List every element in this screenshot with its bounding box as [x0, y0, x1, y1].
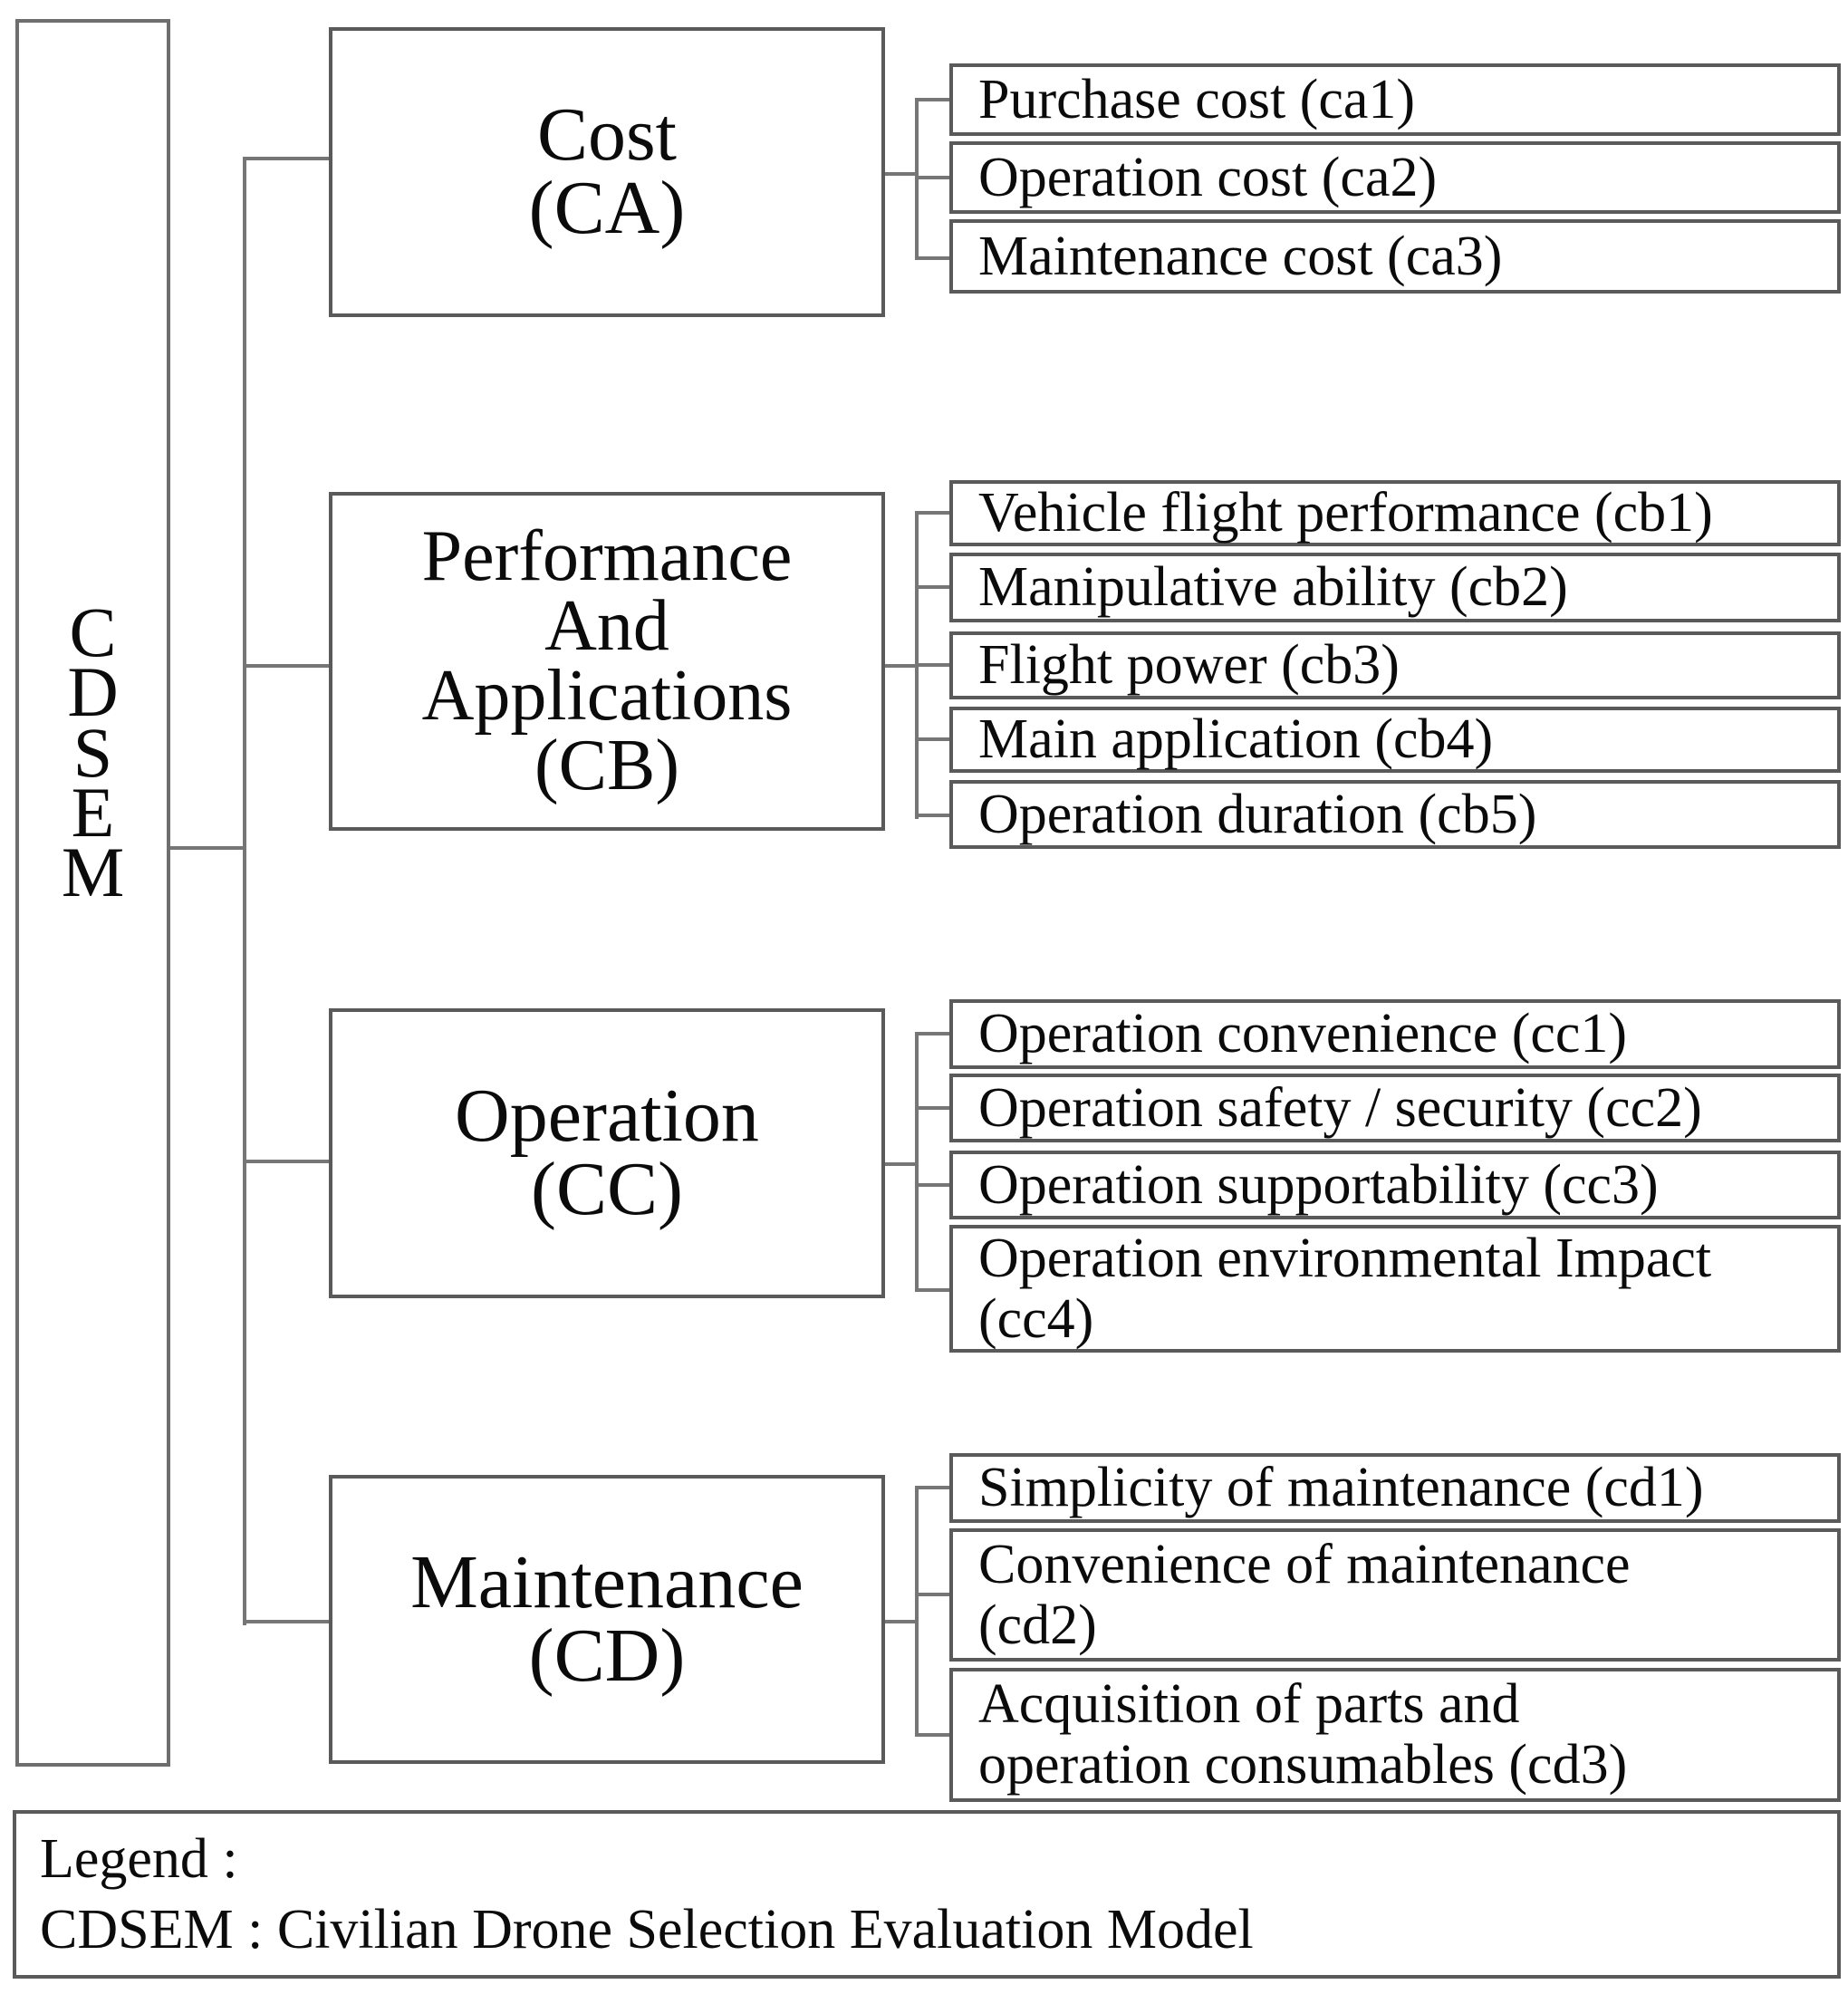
category-label-cb: Performance And Applications (CB) [421, 516, 793, 805]
leaf-cc1: Operation convenience (cc1) [949, 999, 1841, 1069]
root-node-box: C D S E M [15, 19, 170, 1767]
cc2-stub-line [915, 1106, 949, 1110]
category-label-cd: Maintenance (CD) [410, 1539, 804, 1698]
branch-cd-line [243, 1620, 329, 1623]
ca1-stub-line [915, 98, 949, 101]
cc1-stub-line [915, 1032, 949, 1036]
root-connector-line [170, 846, 243, 850]
leaf-ca1-label: Purchase cost (ca1) [978, 68, 1416, 130]
leaf-cb2: Manipulative ability (cb2) [949, 553, 1841, 622]
legend-title: Legend : [40, 1827, 238, 1890]
leaf-ca1: Purchase cost (ca1) [949, 63, 1841, 136]
legend-box: Legend : CDSEM : Civilian Drone Selectio… [13, 1810, 1841, 1979]
ca2-stub-line [915, 176, 949, 179]
leaf-ca3-label: Maintenance cost (ca3) [978, 225, 1503, 287]
leaf-cc3-label: Operation supportability (cc3) [978, 1153, 1659, 1216]
leaf-cb1-label: Vehicle flight performance (cb1) [978, 482, 1713, 544]
leaf-cb1: Vehicle flight performance (cb1) [949, 480, 1841, 546]
category-box-cc: Operation (CC) [329, 1008, 885, 1298]
category-box-cd: Maintenance (CD) [329, 1475, 885, 1764]
leaf-cb2-label: Manipulative ability (cb2) [978, 556, 1568, 619]
cb-out-line [885, 664, 919, 668]
root-node-label: C D S E M [61, 592, 125, 912]
leaf-cd3-label: Acquisition of parts and operation consu… [978, 1673, 1628, 1796]
cd3-stub-line [915, 1733, 949, 1737]
leaf-ca2: Operation cost (ca2) [949, 141, 1841, 214]
ca3-stub-line [915, 256, 949, 260]
leaf-cb3-label: Flight power (cb3) [978, 634, 1400, 697]
leaf-cc1-label: Operation convenience (cc1) [978, 1003, 1628, 1065]
leaf-cb5: Operation duration (cb5) [949, 780, 1841, 849]
branch-cb-line [243, 664, 329, 668]
trunk-line [243, 157, 246, 1625]
leaf-cc4-label: Operation environmental Impact (cc4) [978, 1227, 1712, 1350]
leaf-cd1: Simplicity of maintenance (cd1) [949, 1453, 1841, 1523]
branch-ca-line [243, 157, 329, 160]
leaf-cd1-label: Simplicity of maintenance (cd1) [978, 1457, 1704, 1519]
leaf-cc3: Operation supportability (cc3) [949, 1151, 1841, 1219]
leaf-cb4: Main application (cb4) [949, 707, 1841, 773]
cb3-stub-line [915, 663, 949, 667]
leaf-cb5-label: Operation duration (cb5) [978, 783, 1537, 845]
cc4-stub-line [915, 1288, 949, 1292]
cb5-stub-line [915, 814, 949, 817]
cb4-stub-line [915, 737, 949, 741]
leaf-cb3: Flight power (cb3) [949, 631, 1841, 699]
leaf-cc4: Operation environmental Impact (cc4) [949, 1225, 1841, 1353]
cd2-stub-line [915, 1593, 949, 1596]
branch-cc-line [243, 1160, 329, 1163]
cb1-stub-line [915, 511, 949, 515]
leaf-ca2-label: Operation cost (ca2) [978, 146, 1438, 208]
ca-out-line [885, 172, 919, 176]
cc-out-line [885, 1162, 919, 1166]
leaf-cd3: Acquisition of parts and operation consu… [949, 1668, 1841, 1802]
leaf-cd2: Convenience of maintenance (cd2) [949, 1528, 1841, 1662]
category-label-ca: Cost (CA) [528, 92, 686, 250]
cd-minitrunk-line [915, 1486, 919, 1737]
leaf-ca3: Maintenance cost (ca3) [949, 219, 1841, 294]
cd1-stub-line [915, 1486, 949, 1489]
leaf-cc2-label: Operation safety / security (cc2) [978, 1076, 1702, 1139]
category-box-cb: Performance And Applications (CB) [329, 492, 885, 831]
leaf-cb4-label: Main application (cb4) [978, 708, 1494, 771]
cc-minitrunk-line [915, 1032, 919, 1292]
category-label-cc: Operation (CC) [455, 1074, 759, 1231]
leaf-cc2: Operation safety / security (cc2) [949, 1074, 1841, 1142]
cc3-stub-line [915, 1183, 949, 1187]
category-box-ca: Cost (CA) [329, 27, 885, 317]
cb2-stub-line [915, 585, 949, 589]
legend-definition: CDSEM : Civilian Drone Selection Evaluat… [40, 1899, 1254, 1960]
leaf-cd2-label: Convenience of maintenance (cd2) [978, 1533, 1631, 1656]
cd-out-line [885, 1620, 919, 1623]
